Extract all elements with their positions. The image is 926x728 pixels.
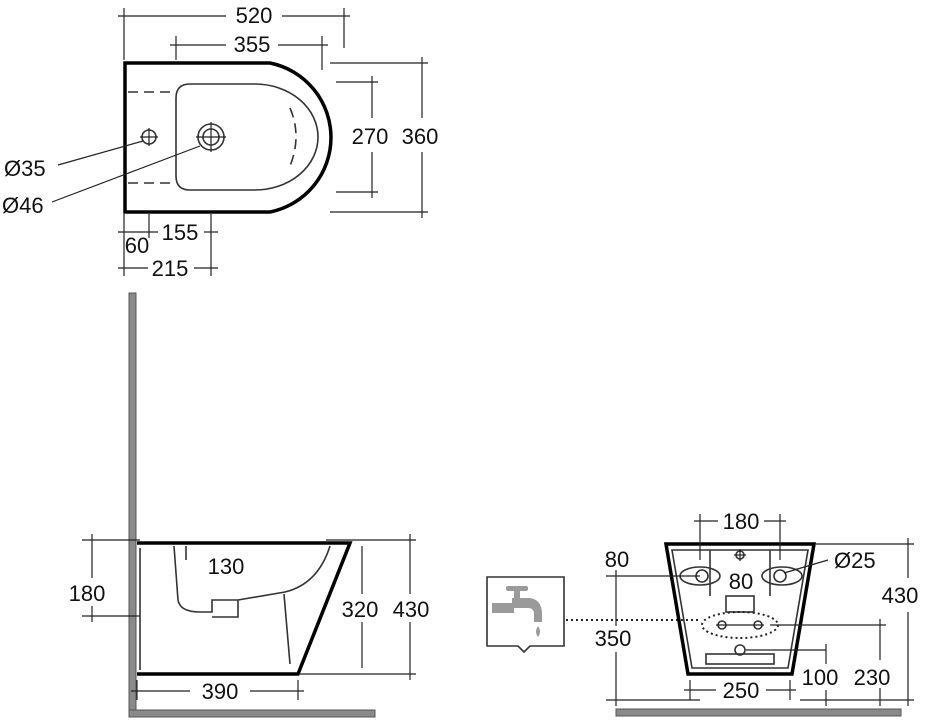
back-dim-250: 250 [723, 678, 760, 703]
dim-520: 520 [236, 3, 273, 28]
water-tap-icon [492, 586, 542, 637]
dim-355: 355 [234, 32, 271, 57]
top-inner-bowl [175, 83, 319, 191]
label-hole-large: Ø46 [2, 193, 44, 218]
side-dim-180: 180 [69, 581, 106, 606]
wall [128, 292, 137, 718]
tap-box [486, 576, 700, 654]
back-dim-350: 350 [595, 626, 632, 651]
side-dim-390: 390 [202, 679, 239, 704]
side-dim-430: 430 [393, 597, 430, 622]
back-dim-100: 100 [802, 665, 839, 690]
dim-360: 360 [402, 124, 439, 149]
back-floor [615, 708, 902, 717]
back-hole-diameter: Ø25 [834, 548, 876, 573]
back-base-slot [705, 653, 775, 665]
back-body-outline [663, 542, 817, 676]
top-view: 520 355 270 360 Ø35 Ø46 155 60 215 [2, 3, 438, 281]
side-body-outline [137, 541, 353, 676]
top-rim-dashes [128, 91, 297, 184]
label-hole-small: Ø35 [4, 156, 46, 181]
side-dim-130: 130 [208, 554, 245, 579]
back-dim-80-left: 80 [605, 547, 629, 572]
back-dim-180: 180 [723, 509, 760, 534]
floor [128, 709, 376, 718]
fixing-hole-right [761, 566, 803, 586]
back-dim-80-center: 80 [729, 569, 753, 594]
back-dim-430: 430 [882, 583, 919, 608]
dim-60: 60 [125, 233, 149, 258]
side-dim-320: 320 [342, 597, 379, 622]
side-view: 180 130 320 430 390 [69, 292, 430, 718]
dim-155: 155 [162, 220, 199, 245]
top-outer-outline [123, 61, 333, 214]
back-outlet [725, 595, 755, 613]
tap-box-frame [486, 576, 565, 654]
dim-215: 215 [152, 256, 189, 281]
dim-270: 270 [352, 124, 389, 149]
back-view: 180 80 Ø25 80 430 350 230 100 250 [595, 509, 919, 717]
back-dim-230: 230 [854, 665, 891, 690]
side-inner-profile [173, 545, 331, 618]
